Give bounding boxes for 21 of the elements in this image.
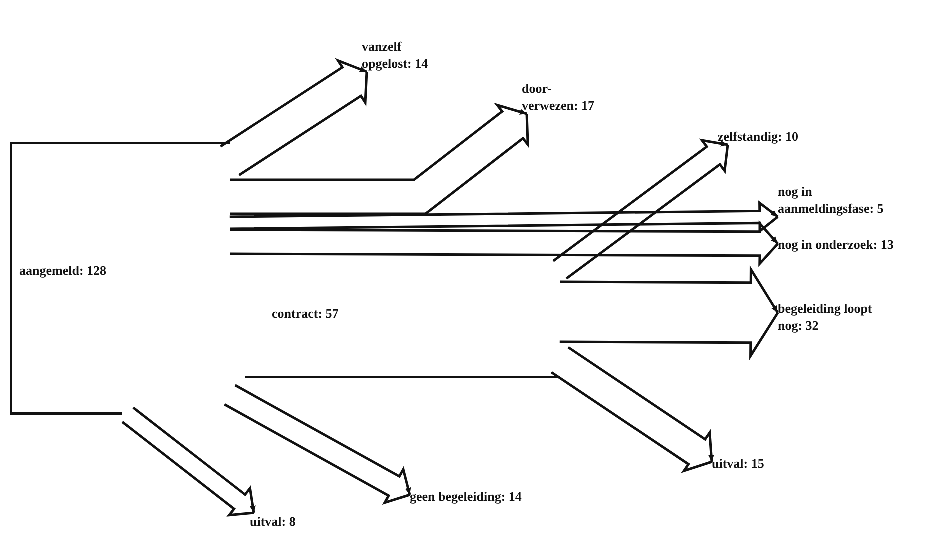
flow-arrow bbox=[552, 138, 730, 280]
flow-label: uitval: 15 bbox=[712, 455, 764, 472]
flow-label: geen begeleiding: 14 bbox=[410, 488, 522, 505]
flow-label: contract: 57 bbox=[272, 305, 339, 322]
flow-arrow bbox=[558, 265, 780, 360]
flow-arrow bbox=[219, 58, 368, 177]
flow-label: nog in onderzoek: 13 bbox=[778, 236, 894, 253]
flow-arrow bbox=[228, 103, 530, 216]
flow-label: uitval: 8 bbox=[250, 513, 296, 530]
flow-label: zelfstandig: 10 bbox=[718, 128, 799, 145]
flow-region bbox=[10, 142, 230, 415]
flow-label: vanzelf opgelost: 14 bbox=[362, 38, 452, 72]
flow-arrow bbox=[550, 346, 714, 474]
flow-arrow bbox=[228, 200, 780, 234]
flow-label: nog in aanmeldingsfase: 5 bbox=[778, 183, 908, 217]
flow-arrow bbox=[223, 384, 412, 506]
flow-label: begeleiding loopt nog: 32 bbox=[778, 300, 893, 334]
flow-arrow bbox=[121, 406, 256, 517]
flow-label: aangemeld: 128 bbox=[20, 262, 107, 279]
flow-label: door- verwezen: 17 bbox=[522, 80, 607, 114]
flow-arrow bbox=[228, 220, 780, 268]
